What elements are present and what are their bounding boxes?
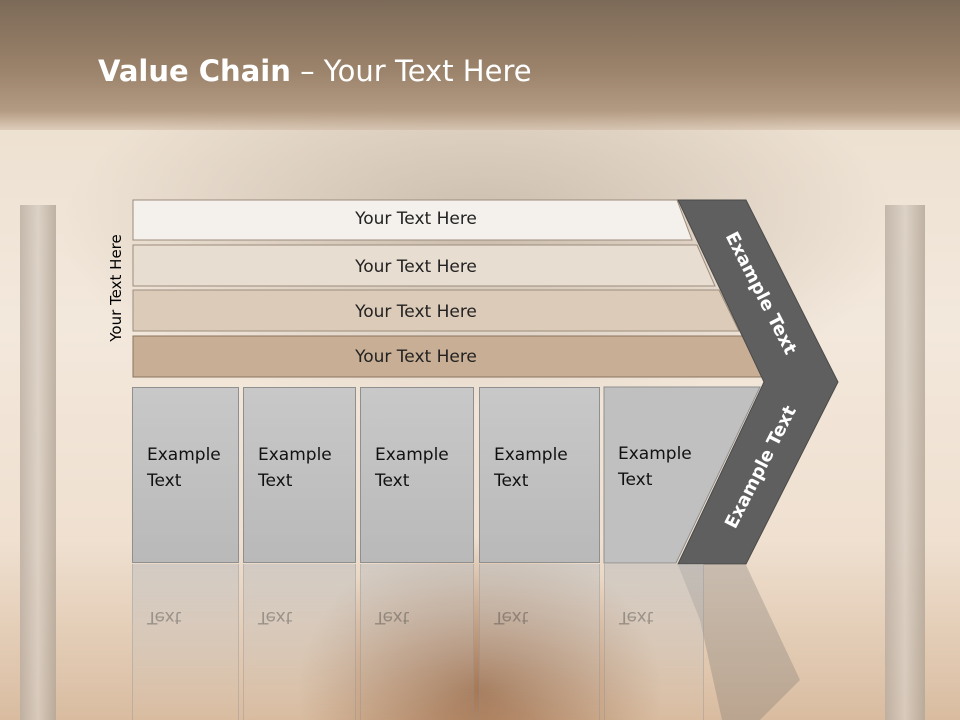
- slide-title: Value Chain – Your Text Here: [98, 54, 532, 88]
- box-2-reflection-text: Text: [258, 607, 293, 627]
- box-5-line2: Text: [618, 470, 653, 490]
- band-3-label: Your Text Here: [355, 302, 477, 322]
- box-3-line1: Example: [375, 445, 449, 465]
- bell-frame-post-right: [885, 205, 925, 720]
- box-2-line2: Text: [258, 471, 293, 491]
- box-1-line1: Example: [147, 445, 221, 465]
- box-3-reflection-text: Text: [375, 607, 410, 627]
- example-box-5: Example Text: [604, 387, 704, 563]
- example-box-4: Example Text: [479, 387, 600, 563]
- box-4-reflection-text: Text: [494, 607, 529, 627]
- title-bar: [0, 0, 960, 130]
- box-4-line2: Text: [494, 471, 529, 491]
- box-4-reflection: Text: [479, 564, 600, 720]
- box-2-reflection: Text: [243, 564, 356, 720]
- example-box-2: Example Text: [243, 387, 356, 563]
- band-1-shape: [132, 199, 693, 241]
- band-4-label: Your Text Here: [355, 347, 477, 367]
- band-2-label: Your Text Here: [355, 257, 477, 277]
- box-5-line1: Example: [618, 444, 692, 464]
- box-2-line1: Example: [258, 445, 332, 465]
- bell-frame-post-left: [20, 205, 56, 720]
- example-box-1: Example Text: [132, 387, 239, 563]
- box-5-reflection: Text: [604, 564, 704, 720]
- title-rest: – Your Text Here: [290, 54, 532, 88]
- box-1-line2: Text: [147, 471, 182, 491]
- chevron-arrow: [677, 199, 839, 565]
- box-3-reflection: Text: [360, 564, 474, 720]
- chevron-reflection: [678, 565, 800, 720]
- band-2-shape: [132, 244, 716, 287]
- box-1-reflection-text: Text: [147, 607, 182, 627]
- band-3-shape: [132, 289, 740, 332]
- box-4-line1: Example: [494, 445, 568, 465]
- example-box-3: Example Text: [360, 387, 474, 563]
- title-bold: Value Chain: [98, 54, 291, 88]
- band-1-label: Your Text Here: [355, 209, 477, 229]
- box-1-reflection: Text: [132, 564, 239, 720]
- box-5-shape: [603, 386, 761, 564]
- box-5-reflection-text: Text: [619, 607, 654, 627]
- box-3-line2: Text: [375, 471, 410, 491]
